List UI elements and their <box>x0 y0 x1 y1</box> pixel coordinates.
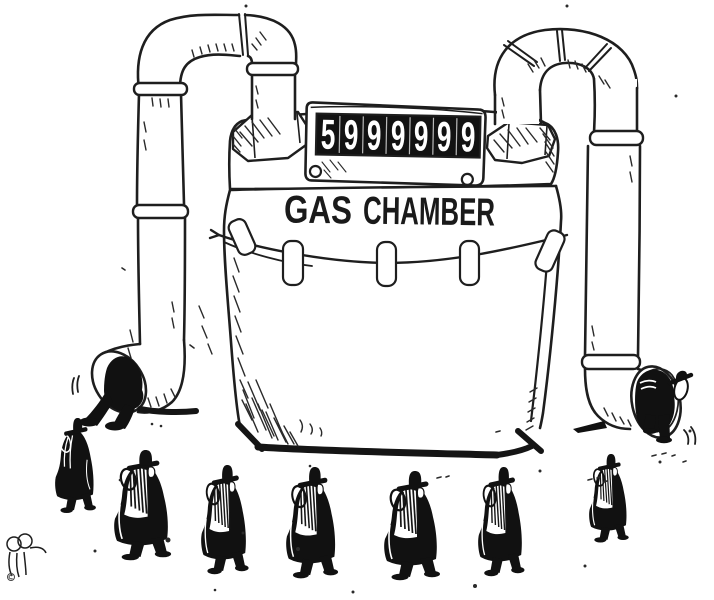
svg-text:9: 9 <box>413 113 428 160</box>
svg-text:9: 9 <box>366 112 381 159</box>
svg-text:9: 9 <box>390 113 405 160</box>
svg-text:5: 5 <box>320 111 335 158</box>
svg-text:GAS: GAS <box>284 189 353 233</box>
svg-text:9: 9 <box>343 112 358 159</box>
svg-text:9: 9 <box>460 114 475 161</box>
svg-text:9: 9 <box>436 114 451 161</box>
svg-text:CHAMBER: CHAMBER <box>363 190 496 235</box>
